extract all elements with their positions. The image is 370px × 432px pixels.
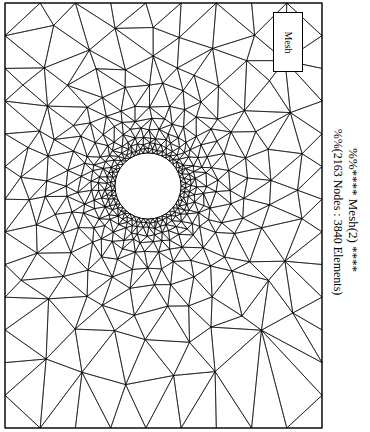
box-label: Mesh — [282, 31, 293, 53]
mesh-elements — [5, 3, 322, 428]
legend-box: Mesh — [273, 12, 303, 72]
mesh-border — [5, 3, 322, 428]
caption-line: %%(2163 Nodes : 3840 Elements) — [330, 129, 345, 296]
mesh-lines — [5, 3, 322, 428]
hole — [115, 153, 181, 219]
caption-line: %%**** Mesh(2) **** — [345, 148, 361, 272]
